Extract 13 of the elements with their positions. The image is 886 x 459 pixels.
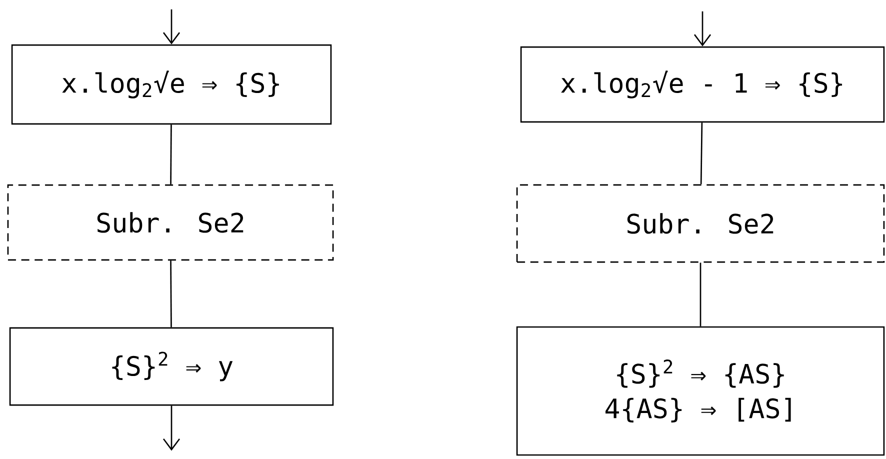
connector-line <box>170 124 172 184</box>
arrow <box>162 406 180 451</box>
connector-line <box>700 262 702 326</box>
connector-line <box>170 260 172 328</box>
arrow <box>162 9 180 44</box>
process-box: x.log$_{2}$√e ⇒ {S} <box>11 44 332 125</box>
process-box: {S}$^{2}$ ⇒ y <box>9 327 334 406</box>
subroutine-box: Subr. Se2 <box>7 184 334 261</box>
arrow <box>694 11 712 46</box>
connector-line <box>700 122 703 184</box>
subroutine-box: Subr. Se2 <box>516 184 885 263</box>
process-box: x.log$_{2}$√e - 1 ⇒ {S} <box>520 46 885 123</box>
process-box: {S}$^{2}$ ⇒ {AS} 4{AS} ⇒ [AS] <box>516 326 885 456</box>
